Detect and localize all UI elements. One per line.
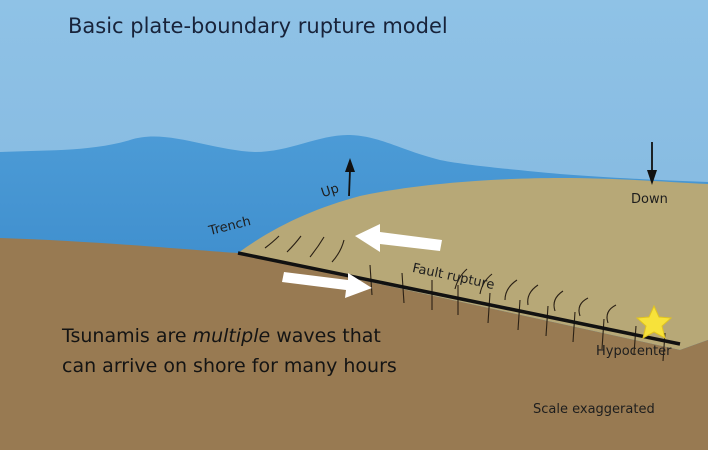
star-icon	[635, 304, 673, 339]
tsunami-caption: Tsunamis are multiple waves that can arr…	[62, 321, 397, 381]
plate-motion-arrows	[282, 224, 442, 298]
arrow-right-icon	[282, 272, 372, 298]
hypocenter-label: Hypocenter	[596, 344, 672, 359]
arrow-left-icon	[355, 224, 442, 252]
down-label: Down	[631, 192, 668, 207]
overriding-plate	[238, 178, 708, 350]
scale-note: Scale exaggerated	[533, 402, 655, 417]
caption-part-1: Tsunamis are	[62, 325, 193, 347]
fault-rupture-line	[237, 251, 681, 346]
caption-emphasis: multiple	[192, 325, 271, 347]
arrow-up-icon	[345, 158, 355, 197]
caption-line-2: can arrive on shore for many hours	[62, 355, 397, 377]
seafloor-fractures	[264, 235, 666, 362]
caption-part-2: waves that	[270, 325, 381, 347]
diagram-title: Basic plate-boundary rupture model	[68, 14, 448, 38]
subducting-plate	[0, 238, 708, 450]
caption-line-1: Tsunamis are multiple waves that	[62, 321, 397, 351]
arrow-down-icon	[647, 142, 657, 185]
